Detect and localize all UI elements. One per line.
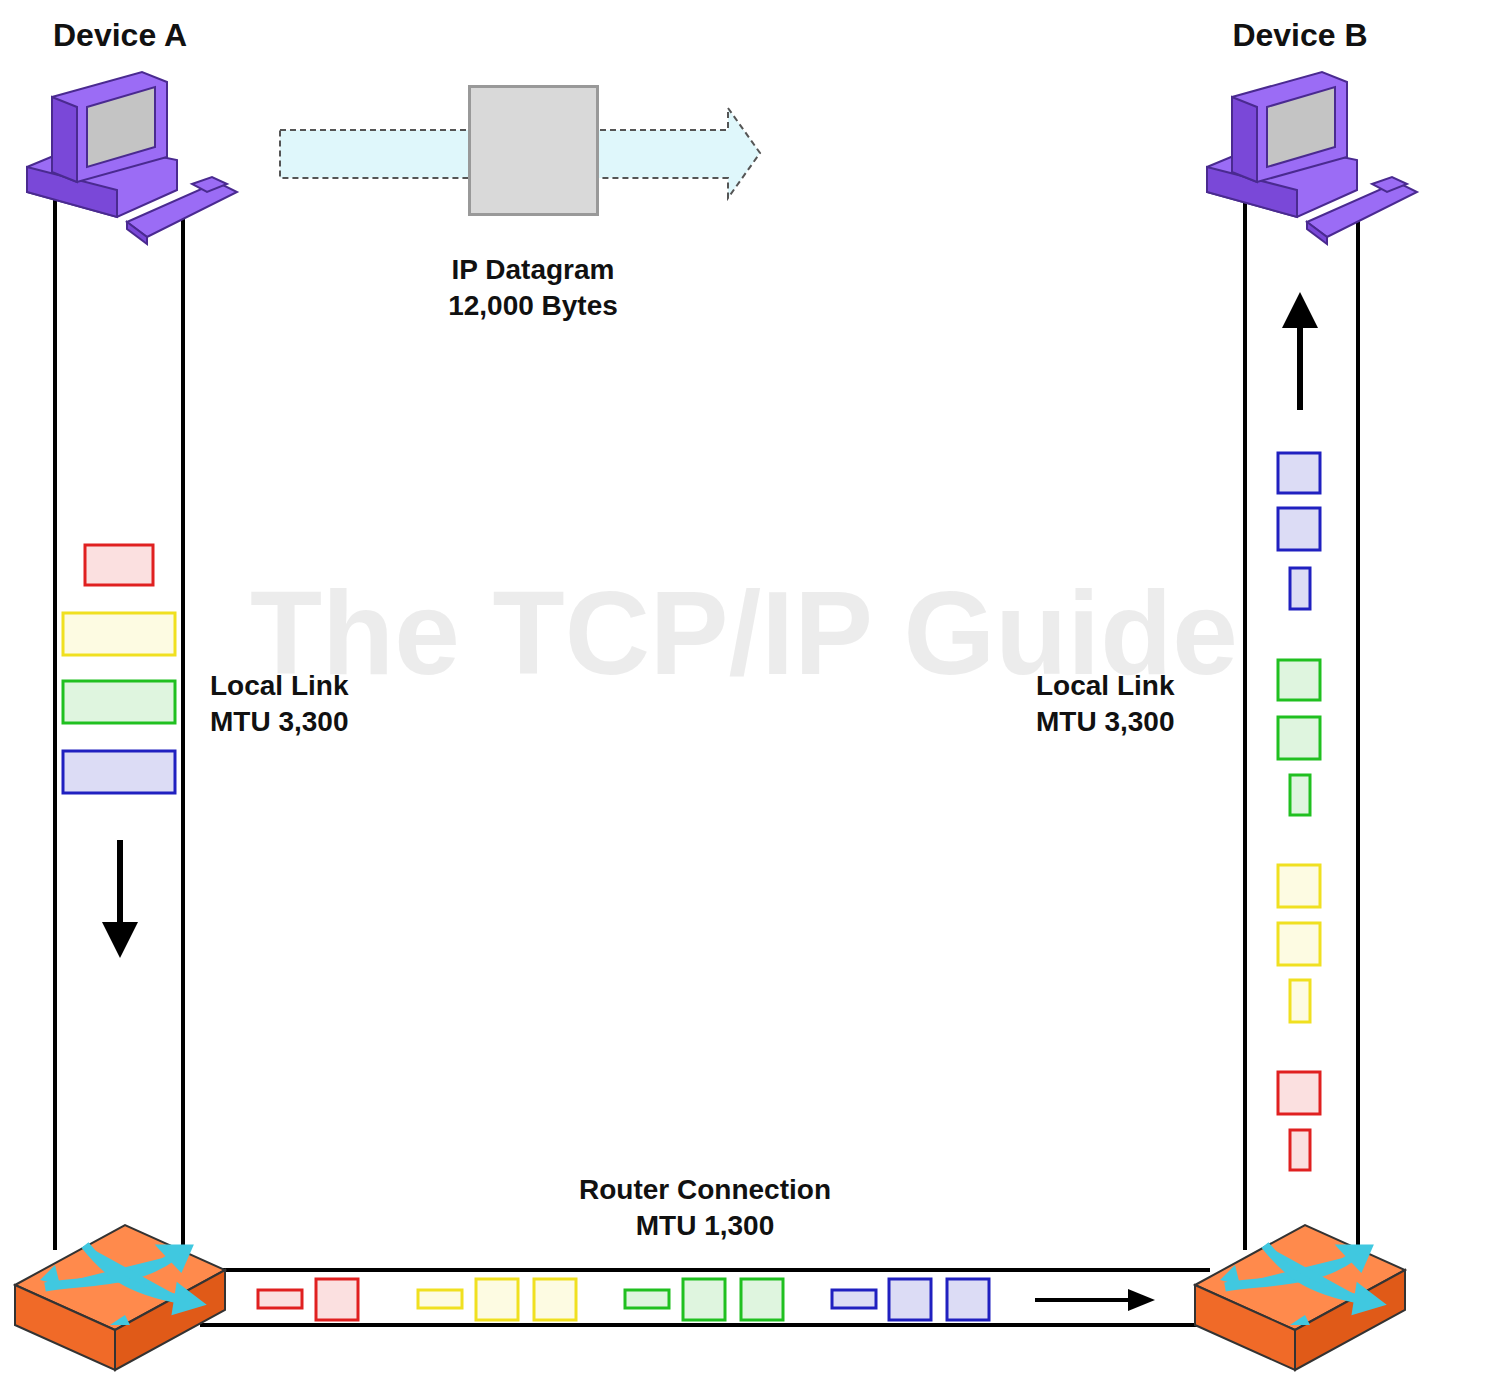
device-node: Device B [1200, 15, 1400, 255]
device-label: Device B [1200, 15, 1400, 56]
device-node: Device A [20, 15, 220, 255]
watermark: The TCP/IP Guide [250, 565, 1238, 701]
router-mtu-label: Router Connection MTU 1,300 [545, 1172, 865, 1244]
device-label: Device A [20, 15, 220, 56]
datagram-box [468, 85, 599, 216]
datagram-label: IP Datagram 12,000 Bytes [420, 252, 646, 324]
datagram-node: IP Datagram 12,000 Bytes [420, 85, 646, 335]
